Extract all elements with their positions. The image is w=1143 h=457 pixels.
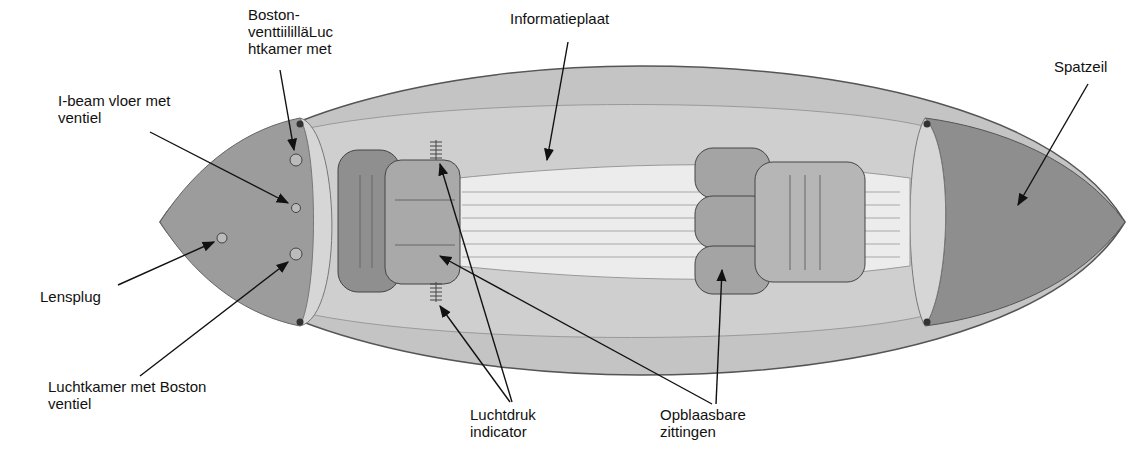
rear-seat <box>695 148 865 294</box>
part-label: I-beam vloer met ventiel <box>58 92 218 126</box>
floor-valve <box>292 204 301 213</box>
cockpit-rim <box>300 105 940 338</box>
leader-lines <box>118 42 1088 404</box>
stern-coaming <box>910 118 946 326</box>
boston-valve <box>290 154 302 166</box>
pressure-indicator <box>430 282 442 302</box>
pressure-indicator <box>430 140 442 160</box>
kayak-hull <box>160 66 1125 375</box>
spray-deck <box>925 118 1125 326</box>
part-label: Informatieplaat <box>510 10 670 27</box>
part-label: Opblaasbare zittingen <box>660 406 770 440</box>
part-label: Luchtkamer met Boston ventiel <box>48 378 208 412</box>
part-label: Luchtdruk indicator <box>470 406 570 440</box>
boston-valve <box>290 248 302 260</box>
part-label: Spatzeil <box>1054 58 1139 75</box>
part-label: Lensplug <box>40 288 140 305</box>
bow-coaming <box>300 118 332 326</box>
part-label: Boston- venttiililläLuc htkamer met <box>248 6 378 57</box>
drain-plug <box>217 233 227 243</box>
